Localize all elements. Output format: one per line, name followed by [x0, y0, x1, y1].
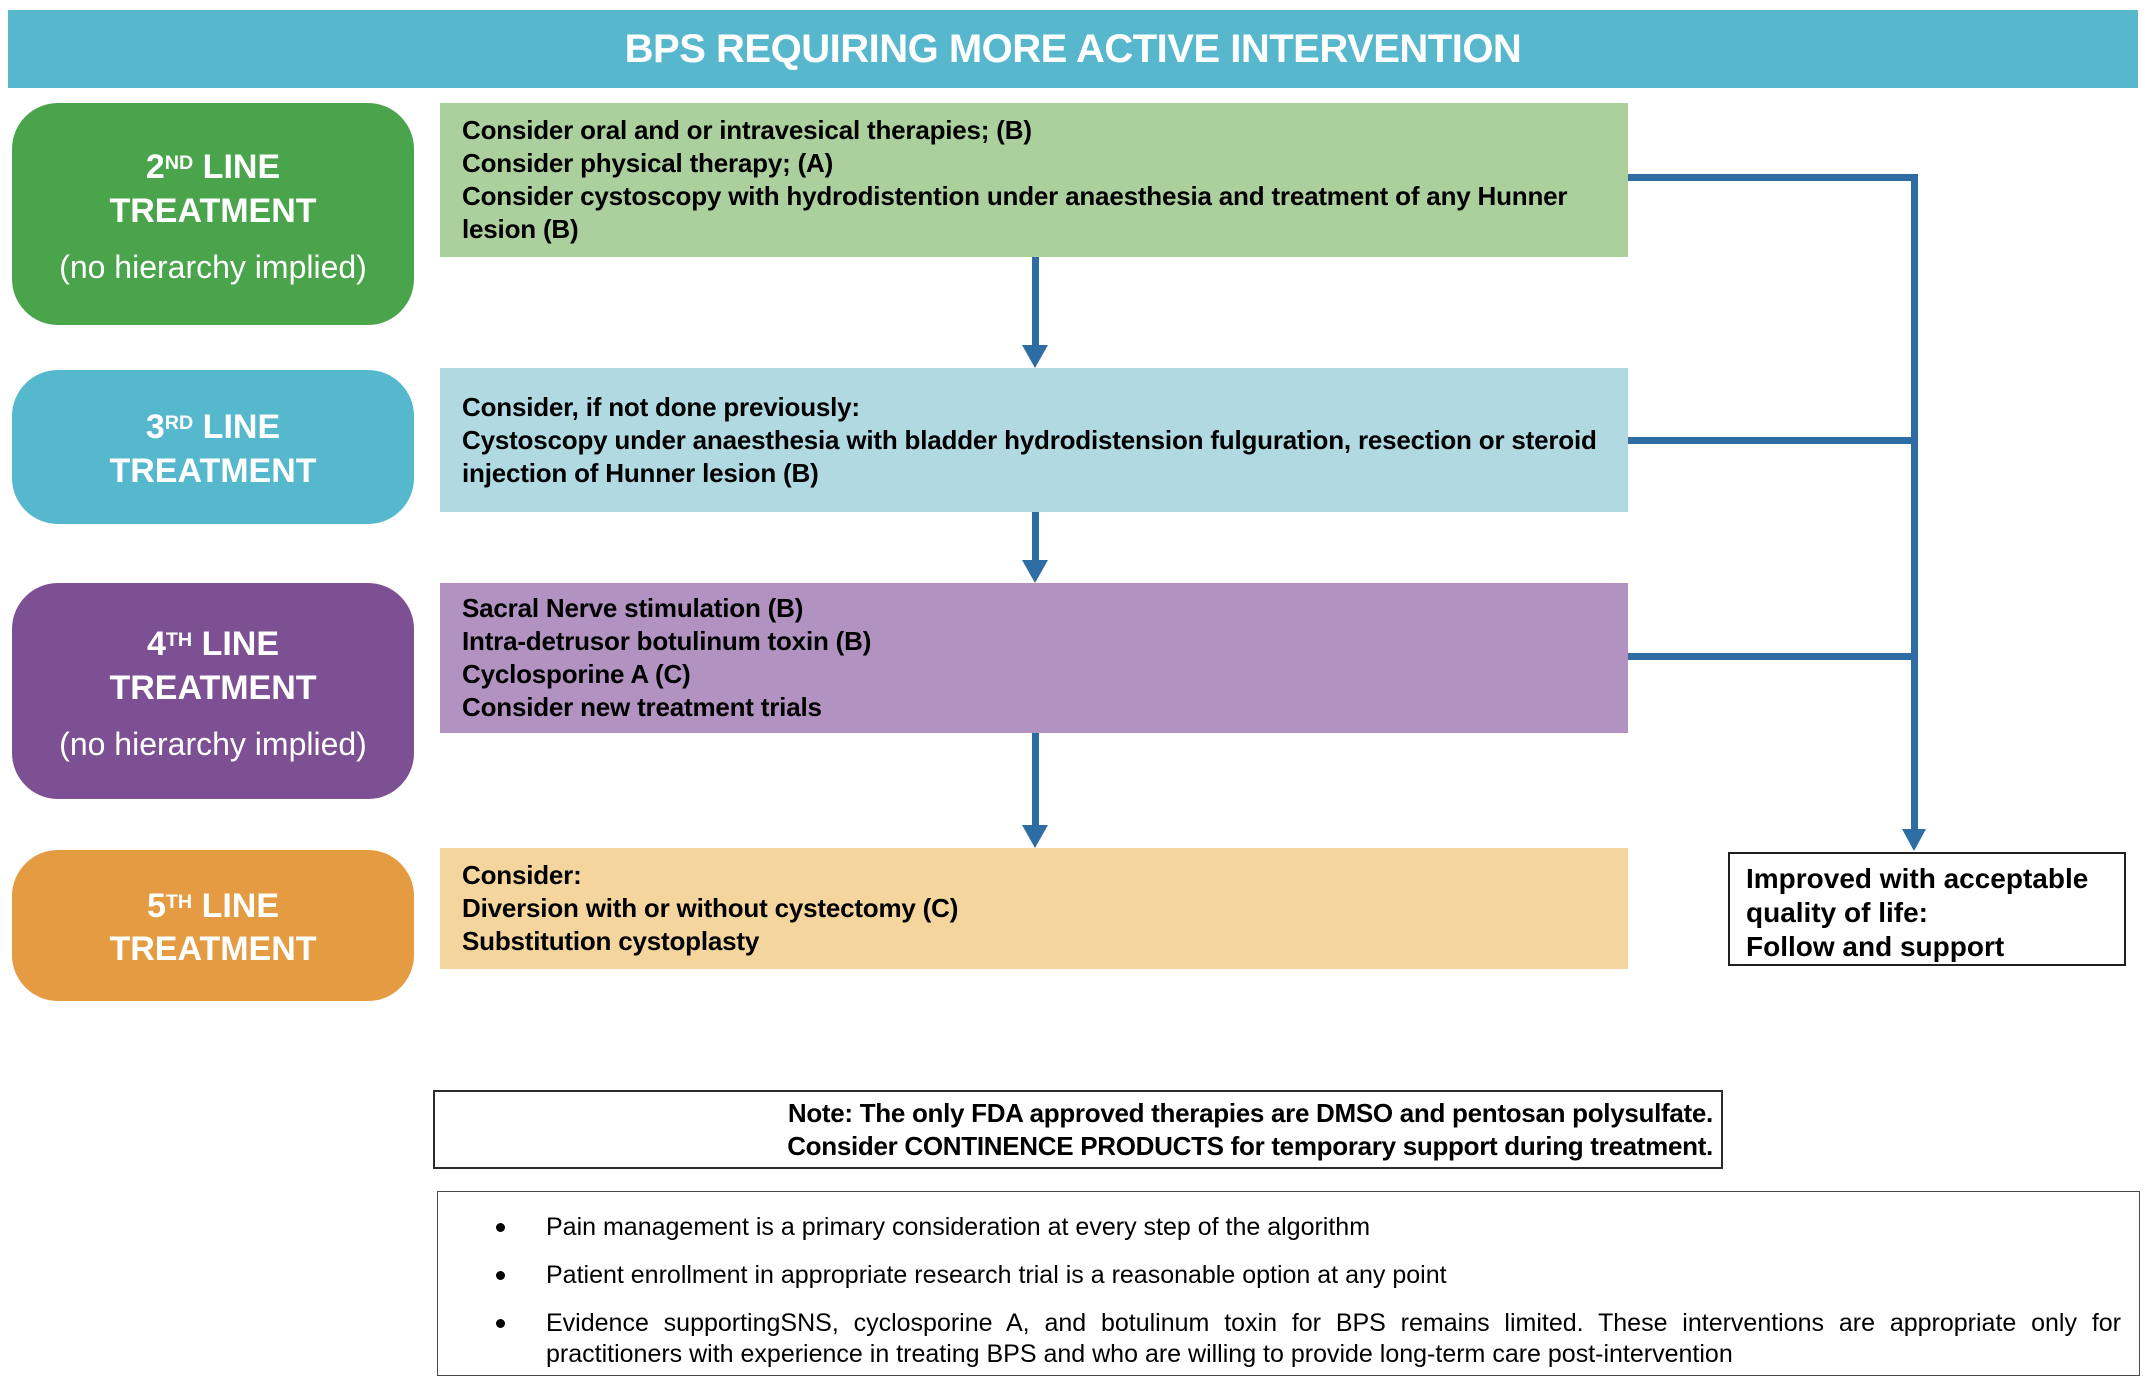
content-line: Consider cystoscopy with hydrodistention… — [462, 181, 1568, 244]
content-line: Cystoscopy under anaesthesia with bladde… — [462, 424, 1597, 488]
second-line-note: (no hierarchy implied) — [59, 248, 367, 285]
list-item: Pain management is a primary considerati… — [438, 1212, 2121, 1243]
content-line: Sacral Nerve stimulation (B) — [462, 593, 804, 623]
third-line-title: 3RD LINE — [146, 401, 280, 449]
list-item: Evidence supportingSNS, cyclosporine A, … — [438, 1308, 2121, 1370]
content-line: Consider oral and or intravesical therap… — [462, 115, 1032, 145]
second-line-title: 2ND LINE — [146, 141, 280, 189]
fifth-line-title: 5TH LINE — [147, 880, 279, 928]
fda-note-box: Note: The only FDA approved therapies ar… — [433, 1090, 1723, 1169]
third-line-content-box: Consider, if not done previously: Cystos… — [440, 368, 1628, 512]
content-line: Substitution cystoplasty — [462, 926, 760, 956]
content-line: Intra-detrusor botulinum toxin (B) — [462, 626, 872, 656]
bullet-text: Patient enrollment in appropriate resear… — [546, 1261, 1447, 1289]
ordinal-suffix: ND — [164, 152, 194, 175]
ordinal: 5 — [146, 886, 166, 925]
ordinal: 4 — [146, 624, 166, 663]
ordinal-rest: LINE — [192, 624, 280, 663]
header-bar: BPS REQUIRING MORE ACTIVE INTERVENTION — [8, 10, 2138, 88]
outcome-line: Improved with acceptable quality of life… — [1746, 863, 2089, 928]
outcome-line: Follow and support — [1746, 931, 2005, 962]
ordinal-suffix: TH — [165, 629, 193, 652]
third-line-title-2: TREATMENT — [109, 451, 317, 490]
content-line: Consider, if not done previously: — [462, 391, 860, 422]
second-line-label-box: 2ND LINE TREATMENT (no hierarchy implied… — [12, 103, 414, 325]
ordinal-rest: LINE — [193, 147, 281, 186]
content-line: Cyclosporine A (C) — [462, 659, 691, 689]
fourth-line-content-box: Sacral Nerve stimulation (B) Intra-detru… — [440, 583, 1628, 733]
third-line-label-box: 3RD LINE TREATMENT — [12, 370, 414, 524]
ordinal-rest: LINE — [193, 407, 281, 446]
bullet-text: Evidence supportingSNS, cyclosporine A, … — [546, 1309, 2121, 1368]
page-title: BPS REQUIRING MORE ACTIVE INTERVENTION — [624, 26, 1522, 71]
second-line-title-2: TREATMENT — [109, 191, 317, 230]
fourth-line-title: 4TH LINE — [147, 618, 279, 666]
fourth-line-note: (no hierarchy implied) — [59, 725, 367, 762]
content-line: Consider physical therapy; (A) — [462, 148, 834, 178]
note-line: Consider CONTINENCE PRODUCTS for tempora… — [787, 1130, 1713, 1161]
bullet-icon — [496, 1319, 505, 1328]
outcome-box: Improved with acceptable quality of life… — [1728, 852, 2126, 966]
ordinal-suffix: RD — [164, 412, 194, 435]
note-line: Note: The only FDA approved therapies ar… — [787, 1097, 1713, 1128]
bullet-icon — [496, 1223, 505, 1232]
bullet-text: Pain management is a primary considerati… — [546, 1213, 1371, 1241]
fifth-line-title-2: TREATMENT — [109, 930, 317, 969]
content-line: Consider: — [462, 860, 582, 890]
content-line: Diversion with or without cystectomy (C) — [462, 893, 959, 923]
ordinal: 3 — [145, 407, 165, 446]
fifth-line-content-box: Consider: Diversion with or without cyst… — [440, 848, 1628, 969]
ordinal: 2 — [145, 147, 165, 186]
second-line-content-box: Consider oral and or intravesical therap… — [440, 103, 1628, 257]
ordinal-rest: LINE — [192, 886, 280, 925]
content-line: Consider new treatment trials — [462, 692, 822, 722]
general-notes-box: Pain management is a primary considerati… — [437, 1191, 2140, 1376]
fourth-line-title-2: TREATMENT — [109, 668, 317, 707]
fifth-line-label-box: 5TH LINE TREATMENT — [12, 850, 414, 1001]
bullet-icon — [496, 1271, 505, 1280]
list-item: Patient enrollment in appropriate resear… — [438, 1260, 2121, 1291]
ordinal-suffix: TH — [165, 890, 193, 913]
fourth-line-label-box: 4TH LINE TREATMENT (no hierarchy implied… — [12, 583, 414, 799]
